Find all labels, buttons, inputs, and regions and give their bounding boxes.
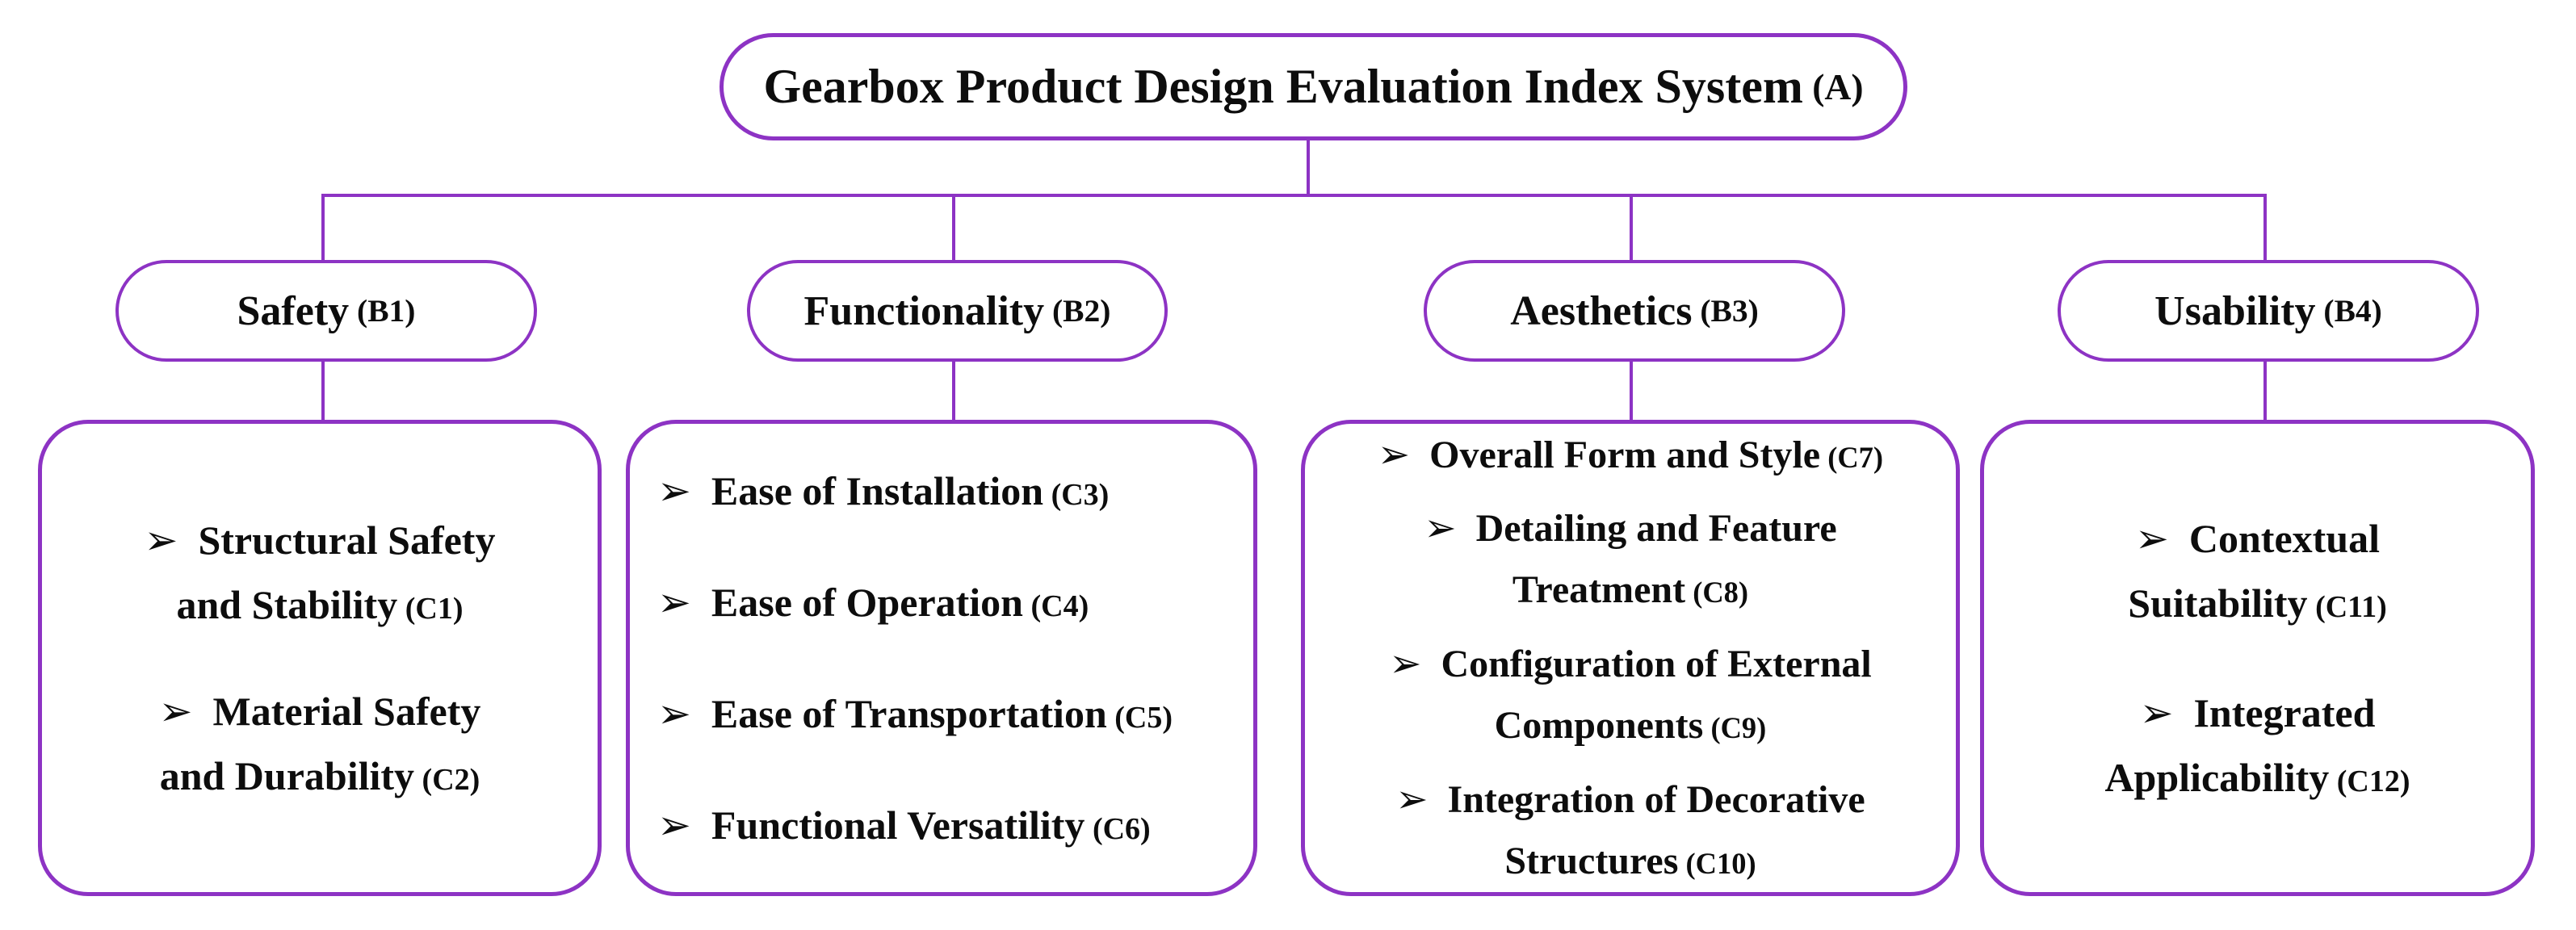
branch-label: Usability bbox=[2154, 287, 2316, 334]
connector-line bbox=[952, 194, 955, 263]
criterion-c1: ➢ Structural Safety and Stability(C1) bbox=[145, 508, 496, 637]
branch-code: (B4) bbox=[2323, 293, 2382, 329]
criterion-line: Configuration of External bbox=[1441, 643, 1872, 686]
criteria-box-safety: ➢ Structural Safety and Stability(C1) ➢ Ma… bbox=[38, 420, 602, 896]
criterion-code: (C6) bbox=[1092, 812, 1151, 846]
criterion-line: and Stability bbox=[176, 582, 398, 627]
criterion-code: (C9) bbox=[1710, 710, 1767, 744]
criterion-line: Contextual bbox=[2188, 516, 2380, 561]
criterion-line: Overall Form and Style bbox=[1429, 433, 1821, 476]
connector-line bbox=[321, 194, 325, 263]
criterion-code: (C11) bbox=[2315, 590, 2387, 624]
criterion-line: Components bbox=[1494, 703, 1704, 747]
criterion-line: Material Safety bbox=[212, 689, 481, 734]
arrow-bullet-icon: ➢ bbox=[1377, 431, 1411, 477]
connector-line bbox=[321, 354, 325, 423]
connector-line bbox=[952, 354, 955, 423]
arrow-bullet-icon: ➢ bbox=[1395, 776, 1429, 822]
arrow-bullet-icon: ➢ bbox=[2139, 689, 2174, 736]
connector-line bbox=[2263, 194, 2267, 263]
criterion-line: Structures bbox=[1504, 839, 1679, 882]
arrow-bullet-icon: ➢ bbox=[1424, 505, 1457, 551]
criterion-c5: ➢ Ease of Transportation(C5) bbox=[657, 685, 1173, 742]
criterion-c3: ➢ Ease of Installation(C3) bbox=[657, 463, 1109, 519]
criterion-c10: ➢ Integration of Decorative Structures(C1… bbox=[1395, 769, 1865, 892]
arrow-bullet-icon: ➢ bbox=[657, 467, 691, 514]
criterion-c4: ➢ Ease of Operation(C4) bbox=[657, 574, 1089, 630]
criteria-box-aesthetics: ➢ Overall Form and Style(C7) ➢ Detailing a… bbox=[1301, 420, 1960, 896]
connector-line bbox=[2263, 354, 2267, 423]
criterion-line: Structural Safety bbox=[198, 517, 496, 563]
branch-label: Safety bbox=[237, 287, 350, 334]
root-label: Gearbox Product Design Evaluation Index … bbox=[763, 60, 1803, 113]
branch-code: (B3) bbox=[1700, 293, 1759, 329]
criterion-code: (C7) bbox=[1827, 440, 1884, 474]
connector-line bbox=[321, 194, 2267, 197]
connector-line bbox=[1630, 354, 1633, 423]
criterion-line: Integration of Decorative bbox=[1447, 777, 1865, 821]
criterion-c8: ➢ Detailing and Feature Treatment(C8) bbox=[1424, 498, 1836, 621]
criterion-line: Functional Versatility bbox=[711, 802, 1085, 848]
criterion-line: Ease of Installation bbox=[711, 468, 1044, 513]
criterion-code: (C8) bbox=[1693, 576, 1749, 610]
arrow-bullet-icon: ➢ bbox=[158, 688, 193, 735]
criterion-code: (C3) bbox=[1051, 478, 1110, 512]
criterion-code: (C12) bbox=[2336, 765, 2410, 798]
branch-code: (B2) bbox=[1052, 293, 1111, 329]
criterion-line: and Durability bbox=[159, 753, 415, 798]
connector-line bbox=[1630, 194, 1633, 263]
branch-aesthetics: Aesthetics (B3) bbox=[1424, 260, 1845, 362]
branch-functionality: Functionality (B2) bbox=[747, 260, 1168, 362]
criterion-line: Suitability bbox=[2128, 580, 2308, 626]
criterion-line: Treatment bbox=[1512, 568, 1686, 612]
criterion-code: (C5) bbox=[1114, 701, 1173, 735]
criteria-box-functionality: ➢ Ease of Installation(C3) ➢ Ease of Opera… bbox=[626, 420, 1257, 896]
criterion-line: Detailing and Feature bbox=[1475, 507, 1837, 551]
arrow-bullet-icon: ➢ bbox=[2134, 515, 2169, 562]
criterion-line: Ease of Operation bbox=[711, 580, 1023, 625]
root-node: Gearbox Product Design Evaluation Index … bbox=[720, 33, 1907, 140]
criterion-code: (C1) bbox=[405, 592, 464, 626]
branch-usability: Usability (B4) bbox=[2058, 260, 2479, 362]
branch-code: (B1) bbox=[357, 293, 416, 329]
branch-label: Aesthetics bbox=[1510, 287, 1693, 334]
criterion-code: (C4) bbox=[1030, 589, 1089, 623]
arrow-bullet-icon: ➢ bbox=[144, 517, 178, 563]
criterion-c2: ➢ Material Safety and Durability(C2) bbox=[159, 679, 481, 808]
arrow-bullet-icon: ➢ bbox=[657, 690, 691, 737]
criterion-c12: ➢ Integrated Applicability(C12) bbox=[2104, 681, 2410, 810]
arrow-bullet-icon: ➢ bbox=[1389, 641, 1422, 687]
connector-line bbox=[1307, 132, 1310, 197]
criterion-c9: ➢ Configuration of External Components(C9… bbox=[1389, 634, 1872, 756]
arrow-bullet-icon: ➢ bbox=[657, 802, 691, 848]
criterion-line: Applicability bbox=[2104, 755, 2330, 800]
branch-safety: Safety (B1) bbox=[115, 260, 537, 362]
criterion-line: Integrated bbox=[2193, 690, 2376, 735]
criterion-c7: ➢ Overall Form and Style(C7) bbox=[1378, 425, 1883, 486]
arrow-bullet-icon: ➢ bbox=[657, 579, 691, 626]
criterion-c6: ➢ Functional Versatility(C6) bbox=[657, 797, 1151, 853]
criterion-line: Ease of Transportation bbox=[711, 691, 1107, 736]
criteria-box-usability: ➢ Contextual Suitability(C11) ➢ Integrated… bbox=[1980, 420, 2535, 896]
branch-label: Functionality bbox=[803, 287, 1045, 334]
criterion-code: (C10) bbox=[1685, 846, 1756, 880]
root-code: (A) bbox=[1812, 66, 1864, 107]
criterion-c11: ➢ Contextual Suitability(C11) bbox=[2128, 506, 2386, 635]
criterion-code: (C2) bbox=[422, 763, 480, 797]
